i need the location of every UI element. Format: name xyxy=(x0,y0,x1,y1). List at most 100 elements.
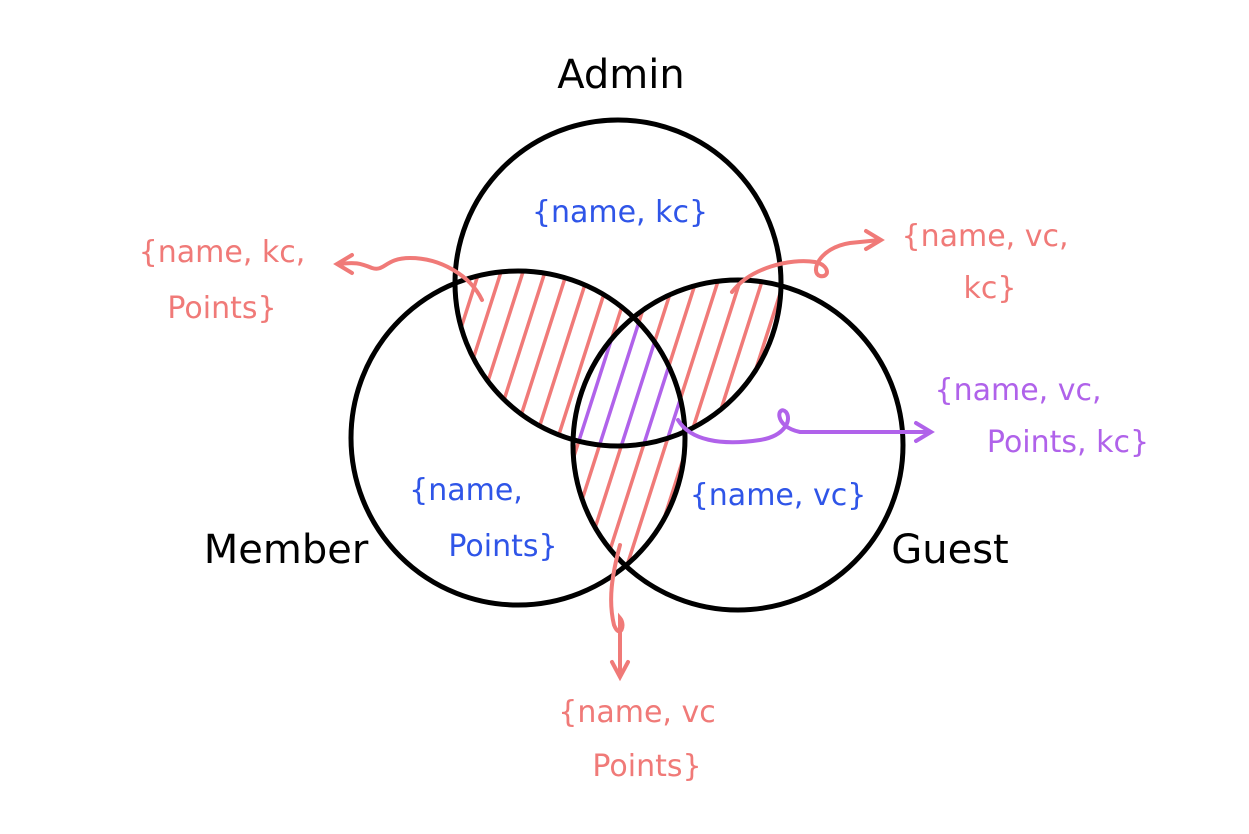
hatch-stroke xyxy=(144,200,304,700)
hatch-stroke xyxy=(826,200,986,700)
hatch-stroke xyxy=(758,280,781,446)
hatch-stroke xyxy=(0,200,106,700)
hatch-stroke xyxy=(626,280,781,446)
hatch-stroke xyxy=(34,200,194,700)
hatch-stroke xyxy=(1222,200,1249,700)
hatch-stroke xyxy=(826,200,986,700)
hatch-stroke xyxy=(0,200,128,700)
guest-label: Guest xyxy=(891,527,1008,573)
hatch-stroke xyxy=(166,200,326,700)
hatch-stroke xyxy=(0,200,84,700)
hatch-stroke xyxy=(100,200,260,700)
hatch-stroke xyxy=(232,200,392,700)
hatch-stroke xyxy=(1134,200,1249,700)
hatch-stroke xyxy=(455,271,504,446)
hatch-stroke xyxy=(122,200,282,700)
member-only-text-line2: Points} xyxy=(448,529,557,564)
arrow-admin-member xyxy=(333,253,484,302)
hatch-stroke xyxy=(782,200,942,700)
hatch-stroke xyxy=(0,200,150,700)
hatch-stroke xyxy=(0,200,84,700)
hatch-stroke xyxy=(56,200,216,700)
hatch-stroke xyxy=(1156,200,1249,700)
hatch-stroke xyxy=(0,200,40,700)
hatch-stroke xyxy=(0,200,18,700)
hatch-stroke xyxy=(0,200,128,700)
hatch-stroke xyxy=(455,271,526,446)
callout-all-three-line1: {name, vc, xyxy=(934,373,1101,408)
hatch-stroke xyxy=(122,200,282,700)
hatch-stroke xyxy=(188,200,348,700)
hatch-stroke xyxy=(826,200,986,700)
hatch-stroke xyxy=(0,200,128,700)
hatch-stroke xyxy=(210,200,370,700)
hatch-stroke xyxy=(276,200,436,700)
hatch-stroke xyxy=(694,200,854,700)
hatch-stroke xyxy=(648,280,685,605)
hatch-stroke xyxy=(1222,200,1249,700)
hatch-stroke xyxy=(188,200,348,700)
arrow-all-three xyxy=(676,408,935,445)
hatch-stroke xyxy=(254,200,414,700)
hatch-stroke xyxy=(1134,200,1249,700)
hatch-stroke xyxy=(573,280,685,605)
hatch-stroke xyxy=(100,200,260,700)
hatch-stroke xyxy=(0,200,40,700)
hatch-stroke xyxy=(276,200,436,700)
callout-member-guest-line2: Points} xyxy=(592,749,701,784)
hatch-stroke xyxy=(298,200,458,700)
hatch-stroke xyxy=(626,280,685,446)
hatch-stroke xyxy=(1200,200,1249,700)
hatch-stroke xyxy=(12,200,172,700)
hatch-stroke xyxy=(34,200,194,700)
hatch-stroke xyxy=(782,200,942,700)
guest-only-text: {name, vc} xyxy=(690,478,867,513)
hatch-stroke xyxy=(276,200,436,700)
admin-only-text: {name, kc} xyxy=(532,195,708,230)
hatch-stroke xyxy=(1200,200,1249,700)
hatch-stroke xyxy=(254,200,414,700)
hatch-stroke xyxy=(0,200,62,700)
callout-admin-member-line2: Points} xyxy=(167,291,276,326)
callout-admin-guest-line1: {name, vc, xyxy=(901,219,1068,254)
hatch-stroke xyxy=(1134,200,1249,700)
hatch-stroke xyxy=(0,200,150,700)
hatch-stroke xyxy=(1200,200,1249,700)
hatch-stroke xyxy=(78,200,238,700)
hatch-stroke xyxy=(56,200,216,700)
hatch-stroke xyxy=(760,200,920,700)
hatch-stroke xyxy=(276,200,436,700)
hatch-stroke xyxy=(56,200,216,700)
hatch-stroke xyxy=(12,200,172,700)
hatch-stroke xyxy=(648,280,685,446)
hatch-stroke xyxy=(166,200,326,700)
hatch-stroke xyxy=(626,271,685,446)
hatch-stroke xyxy=(0,200,128,700)
hatch-stroke xyxy=(188,200,348,700)
hatch-stroke xyxy=(455,271,570,446)
hatch-stroke xyxy=(210,200,370,700)
hatch-stroke xyxy=(298,200,458,700)
hatch-stroke xyxy=(210,200,370,700)
hatch-stroke xyxy=(1244,200,1249,700)
callout-all-three-line2: Points, kc} xyxy=(987,425,1149,460)
hatch-stroke xyxy=(56,200,216,700)
hatch-stroke xyxy=(1156,200,1249,700)
hatch-stroke xyxy=(1200,200,1249,700)
hatch-stroke xyxy=(455,271,548,446)
hatch-stroke xyxy=(760,200,920,700)
hatch-stroke xyxy=(760,200,920,700)
hatch-stroke xyxy=(0,200,62,700)
hatch-stroke xyxy=(78,200,238,700)
hatch-stroke xyxy=(714,280,781,446)
hatch-stroke xyxy=(826,200,986,700)
member-label: Member xyxy=(204,527,369,573)
hatch-stroke xyxy=(144,200,304,700)
admin-label: Admin xyxy=(557,52,684,98)
callout-member-guest-line1: {name, vc xyxy=(558,695,716,730)
hatch-stroke xyxy=(0,200,40,700)
hatch-stroke xyxy=(455,271,460,446)
hatch-stroke xyxy=(144,200,304,700)
hatch-stroke xyxy=(716,200,876,700)
